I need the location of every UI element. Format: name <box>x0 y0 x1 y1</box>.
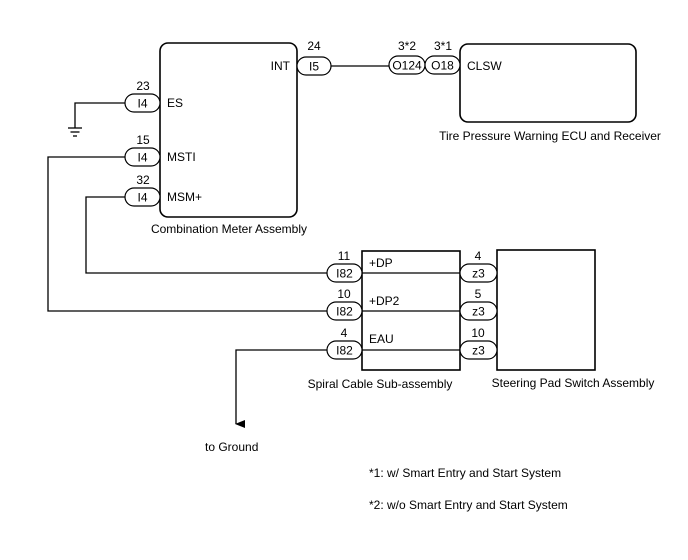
pin-number-pad-1: 4 <box>475 249 482 263</box>
pin-label-int: INT <box>271 59 291 73</box>
component-name-steering-pad: Steering Pad Switch Assembly <box>492 376 655 390</box>
connector-code-msti: I4 <box>137 151 147 165</box>
connector-code-pad-2: z3 <box>472 305 485 319</box>
connector-code-dp: I82 <box>336 267 353 281</box>
pin-number-dp: 11 <box>338 249 351 263</box>
pin-label-eau: EAU <box>369 332 394 346</box>
pin-number-pad-3: 10 <box>471 326 485 340</box>
connector-pill-es <box>124 93 161 113</box>
connector-pill-msm <box>124 187 161 207</box>
connector-code-msm: I4 <box>137 191 147 205</box>
pin-number-o124: 3*2 <box>398 39 416 53</box>
component-name-spiral-cable: Spiral Cable Sub-assembly <box>308 377 453 391</box>
connector-code-int: I5 <box>309 60 319 74</box>
pin-label-es: ES <box>167 96 183 110</box>
connector-code-pad-1: z3 <box>472 267 485 281</box>
pin-number-dp2: 10 <box>337 287 351 301</box>
component-name-combination-meter: Combination Meter Assembly <box>151 222 307 236</box>
pin-label-clsw: CLSW <box>467 59 502 73</box>
ground-icon <box>68 127 82 137</box>
steering-pad-box <box>496 249 596 371</box>
connector-pill-pad-1 <box>459 263 498 283</box>
pin-number-es: 23 <box>136 79 150 93</box>
connector-code-dp2: I82 <box>336 305 353 319</box>
pin-number-msti: 15 <box>136 133 150 147</box>
pin-label-msti: MSTI <box>167 150 196 164</box>
connector-pill-o18 <box>424 55 461 75</box>
wire-es-ground <box>74 102 126 128</box>
connector-pill-pad-2 <box>459 301 498 321</box>
tpw-ecu-box <box>459 43 637 123</box>
connector-pill-dp2 <box>326 301 363 321</box>
connector-code-o124: O124 <box>392 59 422 73</box>
pin-label-dp2: +DP2 <box>369 294 400 308</box>
connector-pill-eau <box>326 340 363 360</box>
wire-eau-ground <box>235 349 328 428</box>
pin-number-int: 24 <box>307 39 321 53</box>
pin-number-msm: 32 <box>136 173 150 187</box>
connector-pill-int <box>296 56 332 76</box>
component-name-tpw-ecu: Tire Pressure Warning ECU and Receiver <box>439 129 661 143</box>
pin-label-dp: +DP <box>369 256 393 270</box>
combination-meter-box <box>159 42 298 218</box>
pin-label-msm: MSM+ <box>167 190 202 204</box>
connector-code-o18: O18 <box>431 59 454 73</box>
pin-number-pad-2: 5 <box>475 287 482 301</box>
wire-msti-dp2 <box>47 156 328 312</box>
connector-pill-dp <box>326 263 363 283</box>
wires <box>47 65 461 428</box>
ground-label: to Ground <box>205 440 258 454</box>
footnote-2: *2: w/o Smart Entry and Start System <box>369 498 568 512</box>
footnote-1: *1: w/ Smart Entry and Start System <box>369 466 561 480</box>
connector-code-es: I4 <box>137 97 147 111</box>
pin-number-eau: 4 <box>341 326 348 340</box>
connector-pill-msti <box>124 147 161 167</box>
connector-pill-pad-3 <box>459 340 498 360</box>
pin-number-o18: 3*1 <box>434 39 452 53</box>
connector-code-pad-3: z3 <box>472 344 485 358</box>
connector-code-eau: I82 <box>336 344 353 358</box>
wire-msm-dp <box>85 196 328 274</box>
